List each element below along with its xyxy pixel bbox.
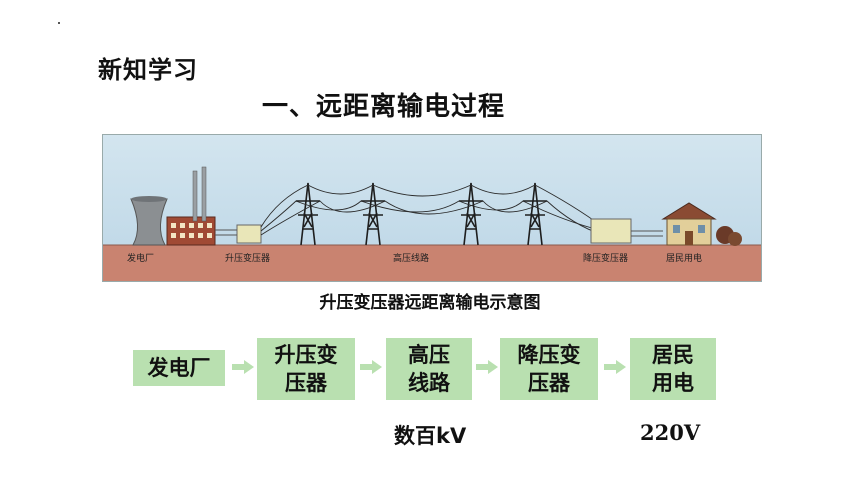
- arrow-right-icon: [604, 360, 626, 374]
- power-plant: [130, 166, 216, 246]
- label-hv-line: 高压线路: [393, 252, 429, 264]
- flow-step-step-up: 升压变 压器: [257, 338, 355, 400]
- step-down-transformer: [590, 218, 663, 244]
- arrow-right-icon: [232, 360, 254, 374]
- lesson-title: 一、远距离输电过程: [262, 92, 506, 122]
- label-step-down: 降压变压器: [583, 252, 628, 264]
- arrow-right-icon: [476, 360, 498, 374]
- step-up-transformer: [215, 224, 262, 244]
- illustration-caption: 升压变压器远距离输电示意图: [319, 293, 541, 313]
- ground: [103, 245, 761, 281]
- home-voltage-label: 220V: [640, 420, 701, 445]
- flow-step-hv-line: 高压 线路: [386, 338, 472, 400]
- flow-step-plant: 发电厂: [133, 350, 225, 386]
- flow-step-residential: 居民 用电: [630, 338, 716, 400]
- flow-step-step-down: 降压变 压器: [500, 338, 598, 400]
- label-residential: 居民用电: [666, 252, 702, 264]
- transmission-illustration: 发电厂 升压变压器 高压线路 降压变压器 居民用电: [102, 134, 762, 282]
- residential-house: [661, 202, 742, 246]
- hv-voltage-label: 数百kV: [394, 424, 467, 448]
- corner-dot: [58, 22, 60, 24]
- arrow-right-icon: [360, 360, 382, 374]
- section-label: 新知学习: [98, 56, 198, 84]
- label-step-up: 升压变压器: [225, 252, 270, 264]
- power-lines: [260, 184, 604, 236]
- label-plant: 发电厂: [127, 252, 154, 264]
- transmission-towers: [296, 182, 547, 246]
